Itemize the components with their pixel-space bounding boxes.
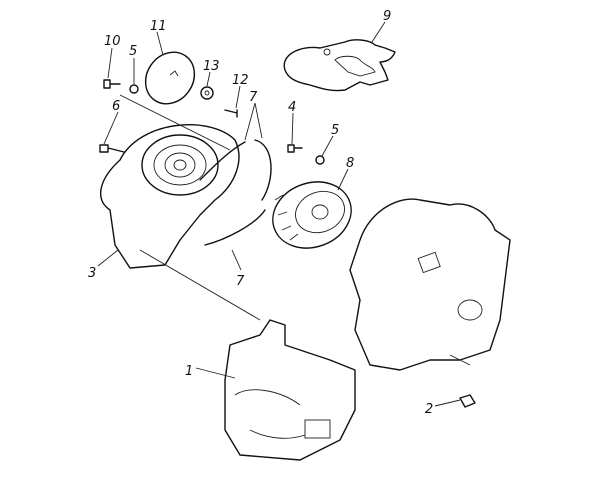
washer-part-13 (200, 86, 214, 100)
gasket-part-9 (283, 39, 396, 92)
fan-housing-part-3 (100, 124, 240, 269)
bolt-part-6 (99, 144, 125, 153)
callout-12: 12 (232, 73, 249, 88)
callout-2: 2 (425, 402, 433, 417)
bolt-part-10 (103, 79, 121, 89)
callout-1: 1 (185, 364, 193, 379)
callout-5-right: 5 (331, 123, 339, 138)
callout-13: 13 (203, 59, 220, 74)
flywheel-part-8 (272, 181, 352, 249)
callout-5: 5 (129, 44, 137, 59)
callout-11: 11 (150, 19, 167, 34)
leader-lines (97, 21, 461, 407)
screw-part-12 (224, 109, 238, 118)
washer-part-5b (315, 155, 325, 165)
callout-7-lower: 7 (236, 274, 245, 289)
callout-6: 6 (112, 99, 120, 114)
callout-10: 10 (104, 34, 121, 49)
bolt-part-4 (287, 144, 303, 153)
shroud-part-1 (224, 319, 356, 461)
callout-7: 7 (249, 90, 258, 105)
callout-3: 3 (88, 266, 96, 281)
engine-block (349, 198, 511, 371)
o-ring-part-11 (144, 51, 196, 105)
hose-part-7 (199, 141, 246, 181)
clip-part-2 (459, 394, 476, 408)
washer-part-5 (129, 84, 139, 94)
callout-9: 9 (383, 9, 391, 24)
callout-4: 4 (288, 100, 296, 115)
callout-8: 8 (346, 156, 354, 171)
